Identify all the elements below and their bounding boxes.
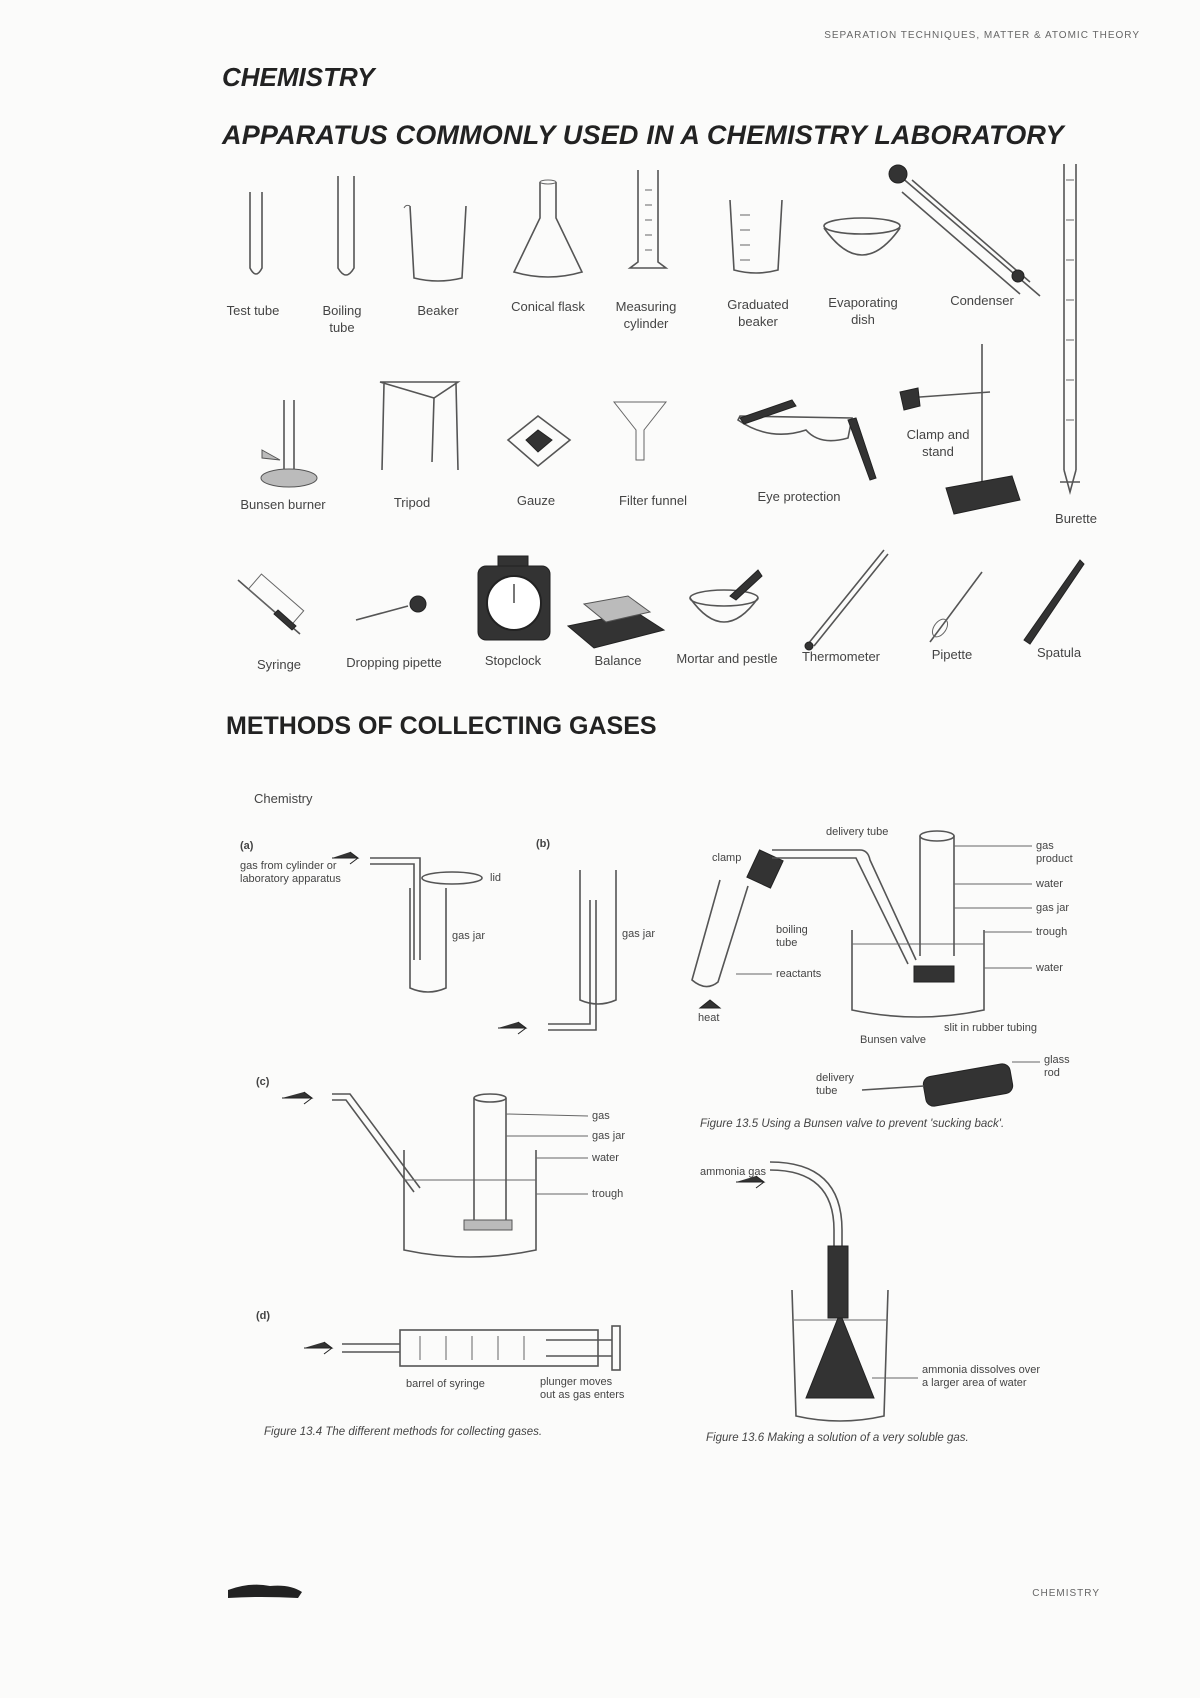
running-footer: CHEMISTRY [1032,1588,1100,1599]
